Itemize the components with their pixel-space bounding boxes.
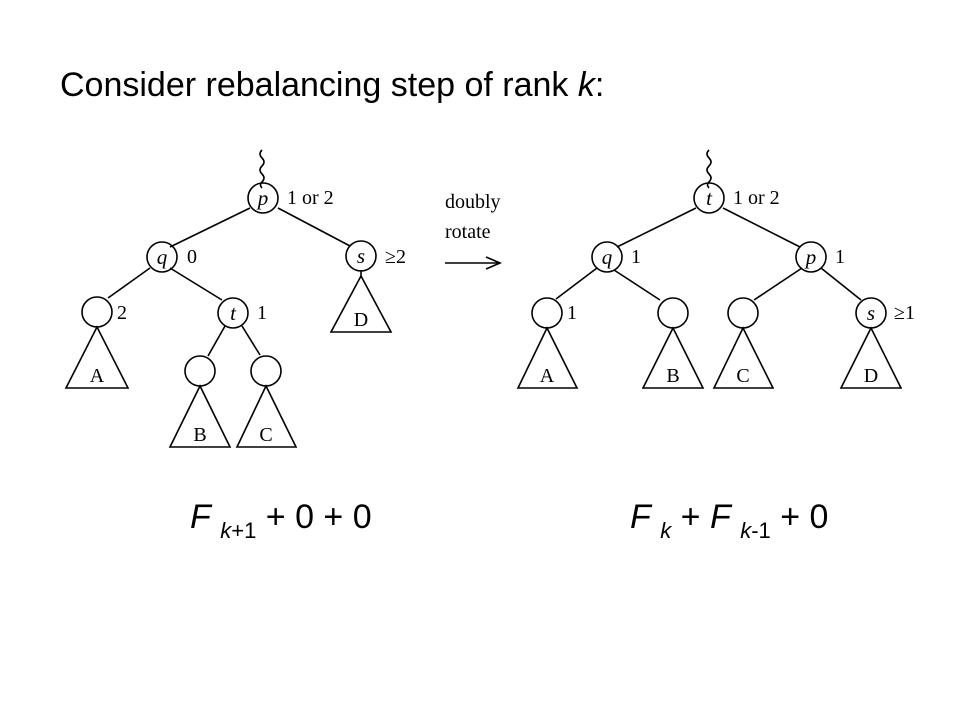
left-node-t	[217, 297, 249, 329]
right-edge-t-p	[722, 207, 801, 248]
left-rank-qleft: 2	[117, 302, 127, 324]
left-edge-p-q	[169, 207, 251, 248]
right-subtree-A-label: A	[540, 365, 555, 387]
formula-right-sub1: k	[660, 518, 672, 543]
left-node-t-label: t	[230, 301, 237, 325]
formula-left-sub-var: k	[220, 518, 232, 543]
formula-right-sub2-rest: -1	[751, 518, 771, 543]
formula-right-plus: +	[671, 498, 710, 536]
right-subtree-D-label: D	[864, 365, 878, 387]
operation-label-line1: doubly	[445, 191, 501, 213]
left-subtree-C-label: C	[259, 424, 272, 446]
title-suffix: :	[594, 66, 605, 104]
right-node-t-label: t	[706, 186, 713, 210]
left-edge-t-tleft	[207, 325, 226, 357]
slide-title: Consider rebalancing step of rank k:	[60, 66, 604, 105]
right-rank-qleft: 1	[567, 302, 577, 324]
formula-right-sub2-var: k	[740, 518, 752, 543]
title-text: Consider rebalancing step of rank	[60, 66, 578, 104]
left-node-qleft	[81, 296, 113, 328]
right-node-pleft	[727, 297, 759, 329]
right-rank-p: 1	[835, 246, 845, 268]
right-node-s-label: s	[867, 301, 875, 325]
right-subtree-D	[839, 326, 903, 389]
formula-right-rest: + 0	[770, 498, 829, 536]
left-node-p-label: p	[256, 186, 269, 210]
right-rank-s: ≥1	[894, 302, 915, 324]
left-subtree-B	[168, 384, 232, 448]
left-subtree-D	[329, 274, 393, 333]
left-node-q-label: q	[157, 245, 168, 269]
left-edge-q-t	[169, 267, 223, 301]
left-edge-q-qleft	[107, 267, 151, 299]
formula-left-rest: + 0 + 0	[256, 498, 372, 536]
potential-after: F k + F k-1 + 0	[630, 498, 829, 542]
left-rank-p: 1 or 2	[287, 187, 334, 209]
right-node-t	[693, 182, 725, 214]
right-rank-t: 1 or 2	[733, 187, 780, 209]
left-node-s	[345, 240, 377, 272]
left-subtree-A	[64, 325, 130, 389]
left-node-q	[146, 241, 178, 273]
right-node-q	[591, 241, 623, 273]
left-node-tright	[250, 355, 282, 387]
left-rank-t: 1	[257, 302, 267, 324]
potential-before: F k+1 + 0 + 0	[190, 498, 372, 542]
right-node-p-label: p	[804, 245, 817, 269]
rotate-arrow-head	[485, 256, 503, 270]
left-subtree-D-label: D	[354, 309, 368, 331]
left-rank-q: 0	[187, 246, 197, 268]
left-edge-p-s	[277, 207, 351, 247]
left-node-tleft	[184, 355, 216, 387]
right-rank-q: 1	[631, 246, 641, 268]
formula-left-sub-rest: +1	[231, 518, 257, 543]
right-node-qleft	[531, 297, 563, 329]
right-subtree-C	[712, 326, 775, 389]
right-subtree-A	[516, 326, 579, 389]
formula-right-F2: F	[709, 498, 731, 536]
right-edge-q-qright	[613, 269, 661, 301]
right-edge-p-pleft	[753, 267, 803, 301]
right-subtree-C-label: C	[736, 365, 749, 387]
title-variable: k	[577, 66, 595, 104]
left-node-s-label: s	[357, 244, 365, 268]
right-subtree-B	[641, 326, 705, 389]
formula-right-F1: F	[630, 498, 651, 536]
right-edge-p-s	[820, 267, 862, 301]
left-node-p	[247, 182, 279, 214]
left-subtree-C	[235, 384, 298, 448]
formula-left-F: F	[190, 498, 211, 536]
right-node-qright	[657, 297, 689, 329]
operation-label-line2: rotate	[445, 221, 491, 243]
right-node-p	[795, 241, 827, 273]
left-rank-s: ≥2	[385, 246, 406, 268]
right-node-q-label: q	[602, 245, 613, 269]
right-edge-q-qleft	[555, 267, 598, 300]
left-edge-t-tright	[241, 325, 261, 356]
right-subtree-B-label: B	[666, 365, 679, 387]
left-subtree-B-label: B	[193, 424, 206, 446]
right-edge-t-q	[616, 207, 697, 248]
left-subtree-A-label: A	[90, 365, 105, 387]
